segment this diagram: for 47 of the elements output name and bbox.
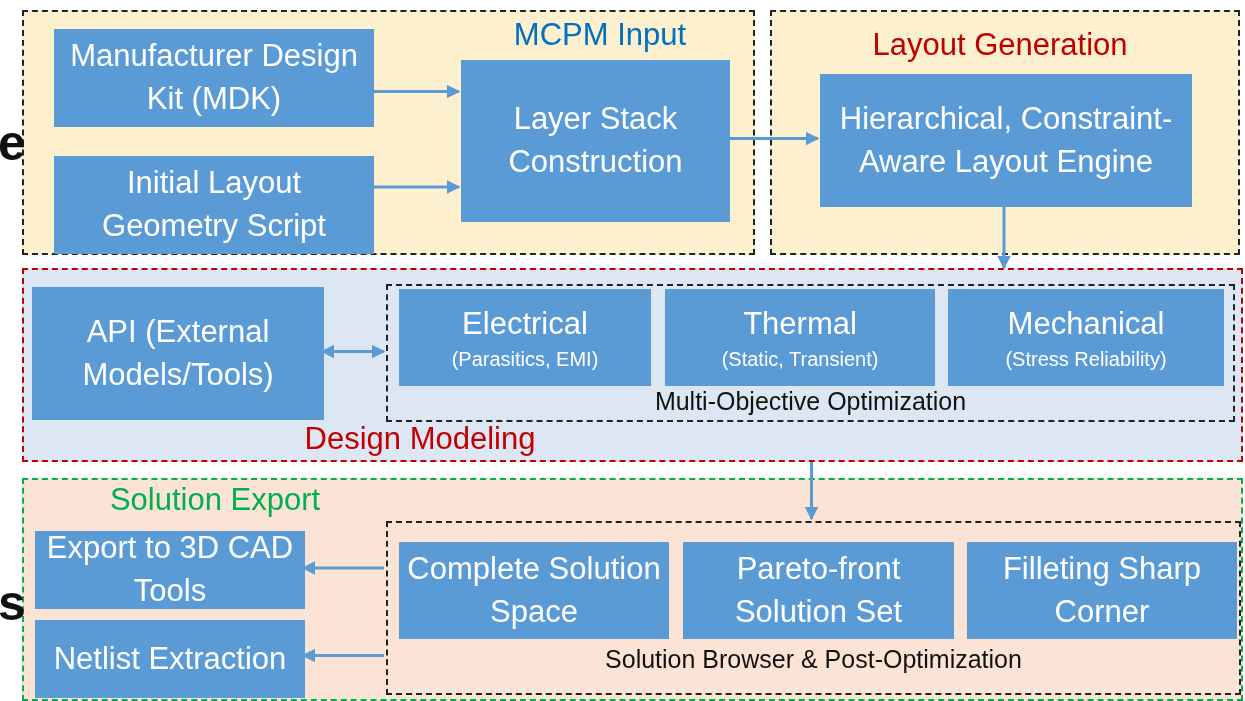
section-panel (22, 268, 1243, 462)
arrow (728, 131, 820, 146)
process-box (665, 289, 935, 386)
box-title: API (External Models/Tools) (81, 312, 275, 394)
box-title: Layer Stack Construction (507, 100, 684, 181)
box-title: Export to 3D CAD Tools (45, 529, 295, 610)
box-title: Manufacturer Design Kit (MDK) (69, 37, 359, 118)
arrow (372, 84, 461, 99)
box-subtitle: (Static, Transient) (721, 346, 879, 372)
box-title: Pareto-front Solution Set (733, 549, 904, 631)
section-panel (22, 478, 1243, 701)
box-subtitle: (Stress Reliability) (1005, 346, 1167, 372)
section-heading: Solution Export (108, 481, 322, 519)
process-box (820, 74, 1192, 207)
box-title: Netlist Extraction (53, 639, 287, 678)
text-fragment: e (0, 118, 26, 168)
process-box (948, 289, 1224, 386)
section-heading: MCPM Input (512, 16, 688, 54)
text-fragment: s (0, 578, 26, 628)
process-box (683, 542, 954, 639)
section-panel (22, 10, 755, 255)
section-panel (770, 10, 1240, 255)
box-title: Initial Layout Geometry Script (101, 164, 327, 245)
arrow (804, 462, 819, 521)
section-heading: Design Modeling (303, 420, 537, 458)
process-box (54, 156, 374, 254)
box-title: Mechanical (1007, 305, 1165, 344)
process-box (54, 29, 374, 127)
process-box (399, 289, 651, 386)
group-frame (386, 521, 1241, 695)
box-title: Hierarchical, Constraint-Aware Layout Engine (838, 99, 1174, 181)
process-box (32, 287, 324, 420)
process-box (399, 542, 669, 639)
box-title: Filleting Sharp Corner (1001, 549, 1203, 631)
process-box (461, 60, 730, 222)
section-heading: Multi-Objective Optimization (653, 386, 968, 416)
arrow (372, 180, 461, 194)
box-subtitle: (Parasitics, EMI) (451, 346, 599, 372)
group-frame (386, 284, 1235, 422)
box-title: Complete Solution Space (406, 549, 662, 631)
section-heading: Layout Generation (871, 26, 1129, 64)
section-heading: Solution Browser & Post-Optimization (604, 644, 1023, 674)
process-box (967, 542, 1237, 639)
box-title: Thermal (743, 305, 857, 344)
process-box (35, 620, 305, 698)
arrow (997, 205, 1011, 270)
box-title: Electrical (462, 305, 588, 344)
